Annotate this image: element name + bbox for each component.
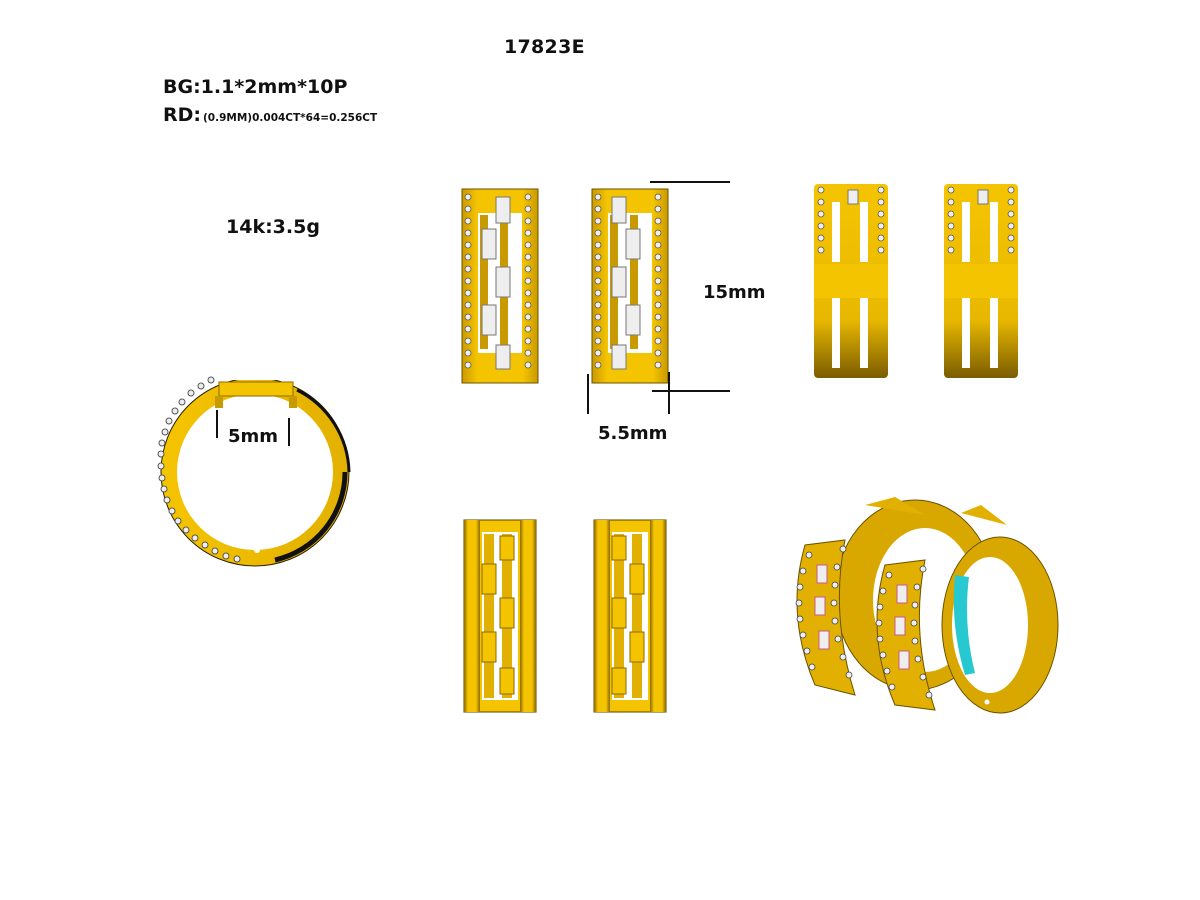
perspective-front-band-left: [795, 539, 856, 696]
model-number: 17823E: [504, 36, 585, 58]
front-earring-right: [591, 188, 669, 384]
baguette-spec: BG:1.1*2mm*10P: [163, 76, 348, 98]
dim-line-bottom-15mm: [652, 390, 730, 392]
back-earring-right: [593, 519, 667, 713]
dim-line-left-5-5mm: [587, 374, 589, 414]
dim-line-right-5mm: [288, 418, 290, 446]
perspective-view: [795, 497, 1059, 714]
round-spec: RD:(0.9MM)0.004CT*64=0.256CT: [163, 104, 377, 126]
inner-diameter-label: 5mm: [228, 426, 279, 447]
dim-line-top-15mm: [650, 181, 730, 183]
width-label: 5.5mm: [598, 423, 668, 444]
back-view-pair: [463, 519, 667, 713]
top-earring-right: [944, 184, 1018, 378]
top-view-pair: [814, 184, 1018, 378]
perspective-front-band-right: [875, 559, 936, 711]
dim-line-left-5mm: [216, 410, 218, 438]
perspective-earring-front: [941, 505, 1059, 714]
dim-line-right-5-5mm: [668, 372, 670, 414]
front-view-pair: [461, 188, 669, 384]
front-earring-left: [461, 188, 539, 384]
back-earring-left: [463, 519, 537, 713]
side-profile-view: [157, 362, 351, 567]
top-earring-left: [814, 184, 888, 378]
metal-weight: 14k:3.5g: [226, 216, 320, 238]
round-spec-label: RD:: [163, 104, 201, 126]
round-spec-detail: (0.9MM)0.004CT*64=0.256CT: [203, 112, 378, 124]
height-label: 15mm: [703, 282, 766, 303]
